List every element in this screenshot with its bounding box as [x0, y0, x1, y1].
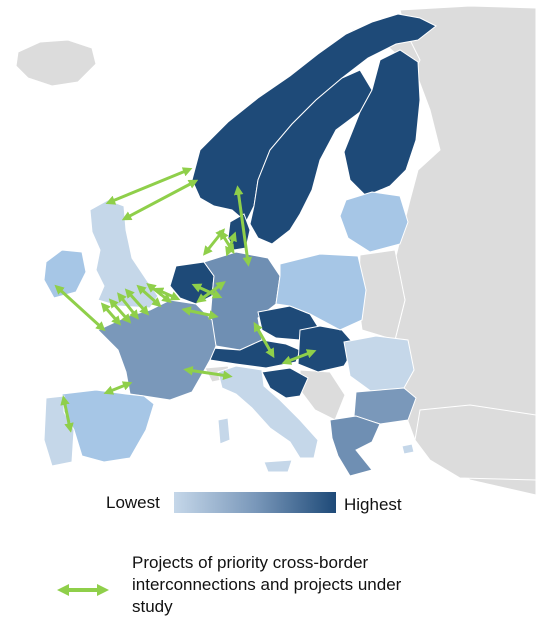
arrow-austria-hungary — [281, 349, 317, 365]
arrow-germany-czech — [253, 321, 275, 359]
scale-low-label: Lowest — [106, 493, 160, 512]
romania — [343, 335, 415, 393]
sicily — [263, 459, 293, 473]
arrow-benelux-germany-2 — [196, 281, 226, 303]
france — [97, 299, 217, 401]
arrow-denmark-2 — [203, 228, 225, 256]
finland — [343, 49, 421, 197]
baltics — [339, 191, 409, 253]
arrow-benelux-france — [181, 306, 219, 320]
sweden — [249, 69, 373, 245]
greece — [329, 415, 381, 477]
europe-map — [15, 5, 536, 496]
arrow-uk-norway-1 — [105, 167, 193, 205]
sardinia — [217, 417, 231, 445]
iceland — [15, 39, 97, 87]
turkey — [414, 404, 536, 481]
eu-countries — [43, 13, 437, 477]
arrow-uk-netherlands — [153, 287, 181, 301]
arrow-spain-portugal — [60, 395, 74, 433]
double-arrow-icon — [57, 584, 109, 596]
spain — [61, 389, 155, 463]
arrow-denmark-3 — [225, 231, 237, 257]
arrow-ireland-france — [54, 284, 106, 332]
arrow-france-spain — [103, 381, 133, 395]
arrow-france-italy — [183, 365, 233, 381]
germany — [203, 251, 281, 351]
scale-high-label: Highest — [344, 495, 402, 514]
interconnection-arrows — [54, 167, 317, 433]
poland — [275, 253, 367, 331]
legend-text: Projects of priority cross-border interc… — [132, 553, 402, 616]
italy — [217, 365, 319, 459]
uk — [89, 199, 159, 309]
cyprus — [401, 443, 415, 455]
slovenia-croatia — [261, 367, 309, 399]
arrow-uk-norway-2 — [121, 179, 199, 221]
ireland — [43, 249, 87, 299]
arrow-norway-denmark — [233, 185, 253, 267]
color-scale-bar — [174, 492, 336, 513]
